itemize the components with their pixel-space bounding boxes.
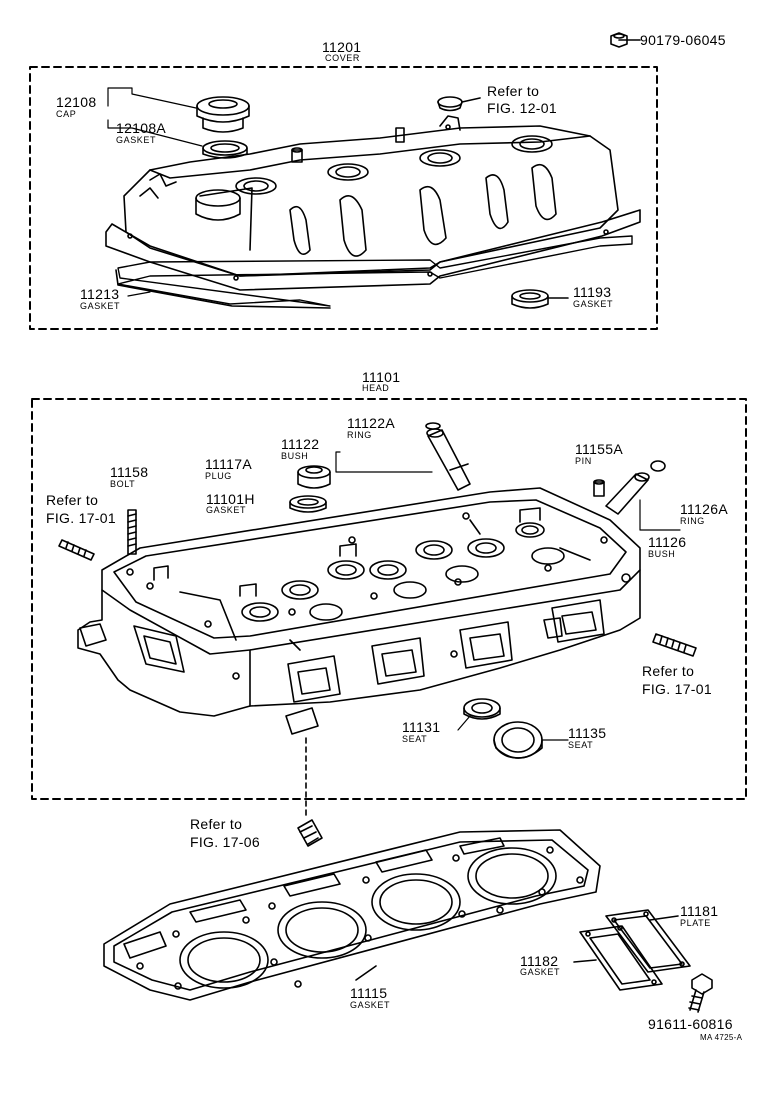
part-number-11126A: 11126A — [680, 501, 728, 517]
part-name-11117A: PLUG — [205, 471, 232, 481]
plug-11117A-drawing — [297, 465, 331, 489]
stud-bolt-11158-drawing — [58, 509, 137, 561]
part-number-91611: 91611-60816 — [648, 1016, 733, 1032]
refer-fig-12-01-line2: FIG. 12-01 — [487, 100, 557, 116]
bush-11126-drawing — [605, 460, 666, 515]
valve-cover-drawing — [105, 115, 641, 309]
part-number-11181: 11181 — [680, 903, 719, 919]
part-number-12108A: 12108A — [116, 120, 167, 136]
part-name-11158: BOLT — [110, 479, 136, 489]
refer-fig-12-01-line1: Refer to — [487, 83, 540, 99]
part-number-11135: 11135 — [568, 725, 607, 741]
part-number-11122A: 11122A — [347, 415, 395, 431]
part-number-11201: 11201 — [322, 39, 362, 55]
part-name-11193: GASKET — [573, 299, 614, 309]
cover-group-box — [29, 66, 658, 330]
refer-fig-17-01-left-line1: Refer to — [46, 492, 99, 508]
part-name-11122A: RING — [347, 430, 372, 440]
part-name-11135: SEAT — [568, 740, 594, 750]
leader-11213 — [127, 291, 151, 297]
stud-right-drawing — [652, 633, 697, 657]
plug-fig-17-06-drawing — [297, 737, 323, 847]
part-name-11131: SEAT — [402, 734, 428, 744]
part-number-11155A: 11155A — [575, 441, 623, 457]
cap-gasket-12108A-drawing — [202, 140, 248, 159]
part-name-11115: GASKET — [350, 1000, 391, 1010]
part-number-11126: 11126 — [648, 534, 687, 550]
part-name-11126A: RING — [680, 516, 705, 526]
part-number-11115: 11115 — [350, 985, 388, 1001]
grommet-cap-drawing — [437, 96, 481, 112]
leader-11126 — [639, 499, 681, 531]
part-name-12108A: GASKET — [116, 135, 157, 145]
part-name-11155A: PIN — [575, 456, 592, 466]
part-number-11122: 11122 — [281, 436, 320, 452]
part-number-11213: 11213 — [80, 286, 120, 302]
bush-11122-drawing — [425, 422, 471, 491]
part-name-11213: GASKET — [80, 301, 121, 311]
leader-11122 — [335, 451, 433, 473]
part-number-90179: 90179-06045 — [640, 32, 726, 48]
part-name-12108: CAP — [56, 109, 77, 119]
head-gasket-11115-drawing — [103, 829, 601, 1001]
part-number-11101H: 11101H — [206, 491, 255, 507]
refer-fig-17-06-line2: FIG. 17-06 — [190, 834, 260, 850]
part-name-11101: HEAD — [362, 383, 390, 393]
gasket-11101H-drawing — [289, 495, 327, 513]
part-name-11201: COVER — [325, 53, 361, 63]
head-group-box — [31, 398, 747, 800]
seat-11131-drawing — [463, 698, 501, 720]
bolt-91611-drawing — [688, 973, 713, 1013]
cylinder-head-drawing — [77, 487, 641, 735]
part-number-11117A: 11117A — [205, 456, 252, 472]
leader-12108 — [107, 87, 203, 147]
part-name-11126: BUSH — [648, 549, 676, 559]
diagram-code: MA 4725-A — [700, 1033, 743, 1042]
part-name-11182: GASKET — [520, 967, 561, 977]
part-number-11182: 11182 — [520, 953, 559, 969]
gasket-11182-drawing — [573, 925, 663, 991]
part-number-12108: 12108 — [56, 94, 97, 110]
plate-11181-drawing — [605, 909, 691, 973]
refer-fig-17-06-line1: Refer to — [190, 816, 243, 832]
seat-11135-drawing — [493, 721, 543, 759]
refer-fig-17-01-left-line2: FIG. 17-01 — [46, 510, 116, 526]
part-name-11101H: GASKET — [206, 505, 247, 515]
leader-11131 — [457, 715, 471, 731]
gasket-11193-drawing — [511, 289, 569, 309]
refer-fig-17-01-right-line2: FIG. 17-01 — [642, 681, 712, 697]
part-number-11158: 11158 — [110, 464, 149, 480]
part-number-11193: 11193 — [573, 284, 612, 300]
pin-11155A-drawing — [593, 479, 605, 497]
refer-fig-17-01-right-line1: Refer to — [642, 663, 695, 679]
part-number-11101: 11101 — [362, 369, 401, 385]
part-number-11131: 11131 — [402, 719, 441, 735]
oil-cap-12108-drawing — [196, 96, 250, 133]
part-name-11122: BUSH — [281, 451, 309, 461]
nut-90179-drawing — [610, 32, 641, 48]
part-name-11181: PLATE — [680, 918, 711, 928]
